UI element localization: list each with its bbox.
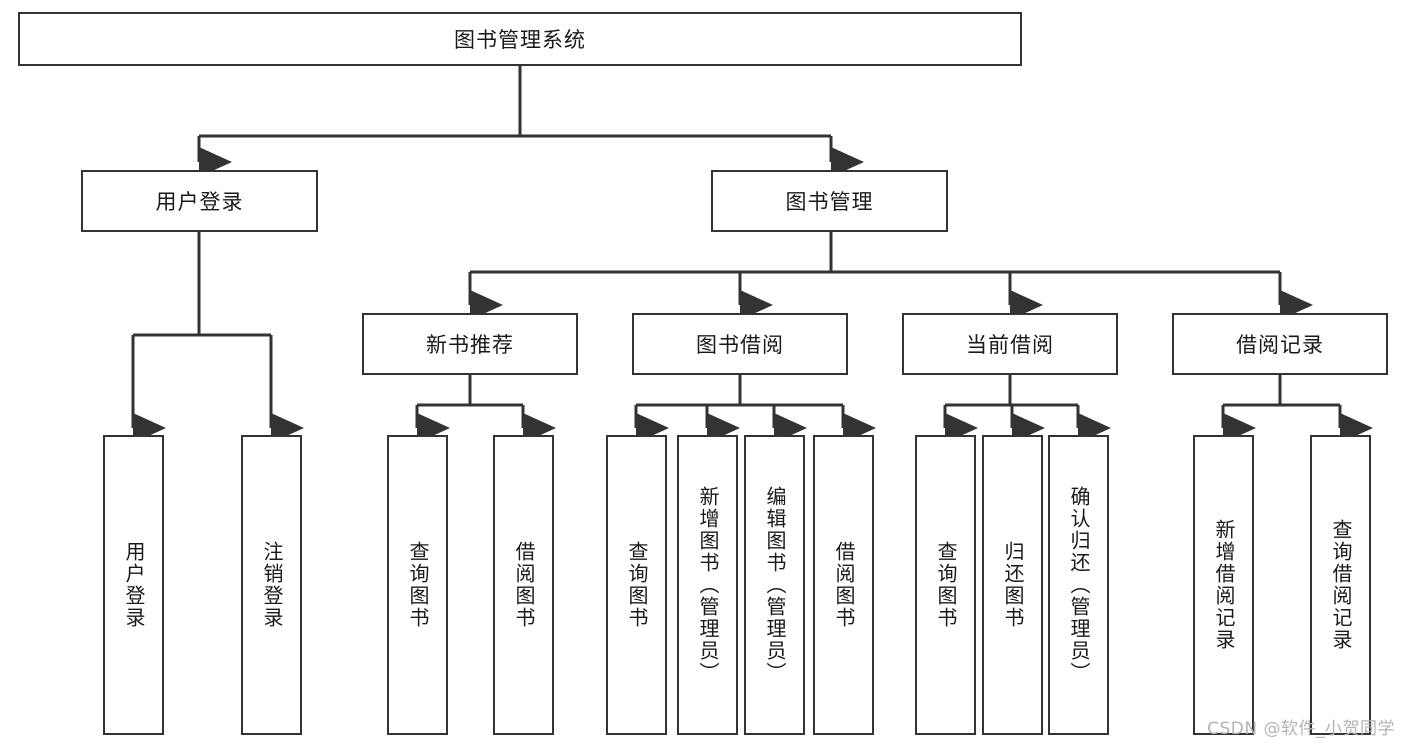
- node-new-book-rec[interactable]: 新书推荐: [362, 313, 578, 375]
- node-leaf-edit-book[interactable]: 编辑图书（管理员）: [744, 435, 805, 735]
- node-leaf-user-login[interactable]: 用户登录: [103, 435, 164, 735]
- node-leaf-confirm-return[interactable]: 确认归还（管理员）: [1048, 435, 1109, 735]
- node-leaf-user-login-label: 用户登录: [122, 541, 146, 629]
- node-leaf-edit-book-label: 编辑图书（管理员）: [763, 486, 787, 684]
- node-leaf-add-book-label: 新增图书（管理员）: [696, 486, 720, 684]
- node-leaf-query-record-label: 查询借阅记录: [1329, 519, 1353, 651]
- node-root[interactable]: 图书管理系统: [18, 12, 1022, 66]
- node-user-login-label: 用户登录: [155, 190, 244, 214]
- node-leaf-borrow-book-1[interactable]: 借阅图书: [493, 435, 554, 735]
- node-leaf-return-book[interactable]: 归还图书: [982, 435, 1043, 735]
- node-leaf-query-book-2[interactable]: 查询图书: [606, 435, 667, 735]
- node-leaf-query-book-1[interactable]: 查询图书: [387, 435, 448, 735]
- node-book-borrow-label: 图书借阅: [696, 333, 784, 357]
- node-leaf-query-book-2-label: 查询图书: [625, 541, 649, 629]
- node-new-book-rec-label: 新书推荐: [426, 333, 514, 357]
- node-leaf-return-book-label: 归还图书: [1001, 541, 1025, 629]
- node-leaf-add-book[interactable]: 新增图书（管理员）: [677, 435, 738, 735]
- node-book-borrow[interactable]: 图书借阅: [632, 313, 848, 375]
- node-leaf-confirm-return-label: 确认归还（管理员）: [1067, 486, 1091, 684]
- node-leaf-logout[interactable]: 注销登录: [241, 435, 302, 735]
- node-leaf-borrow-book-2[interactable]: 借阅图书: [813, 435, 874, 735]
- node-leaf-query-book-3[interactable]: 查询图书: [915, 435, 976, 735]
- node-leaf-query-book-3-label: 查询图书: [934, 541, 958, 629]
- node-book-manage[interactable]: 图书管理: [711, 170, 948, 232]
- node-leaf-query-book-1-label: 查询图书: [406, 541, 430, 629]
- node-borrow-record-label: 借阅记录: [1236, 333, 1324, 357]
- node-current-borrow[interactable]: 当前借阅: [902, 313, 1118, 375]
- node-leaf-add-record-label: 新增借阅记录: [1212, 519, 1236, 651]
- node-root-label: 图书管理系统: [454, 28, 586, 52]
- node-user-login[interactable]: 用户登录: [81, 170, 318, 232]
- node-leaf-borrow-book-1-label: 借阅图书: [512, 541, 536, 629]
- node-leaf-query-record[interactable]: 查询借阅记录: [1310, 435, 1371, 735]
- node-leaf-logout-label: 注销登录: [260, 541, 284, 629]
- node-book-manage-label: 图书管理: [785, 190, 874, 214]
- node-leaf-add-record[interactable]: 新增借阅记录: [1193, 435, 1254, 735]
- node-current-borrow-label: 当前借阅: [966, 333, 1054, 357]
- node-borrow-record[interactable]: 借阅记录: [1172, 313, 1388, 375]
- watermark: CSDN @软件_小贺同学: [1207, 719, 1395, 739]
- node-leaf-borrow-book-2-label: 借阅图书: [832, 541, 856, 629]
